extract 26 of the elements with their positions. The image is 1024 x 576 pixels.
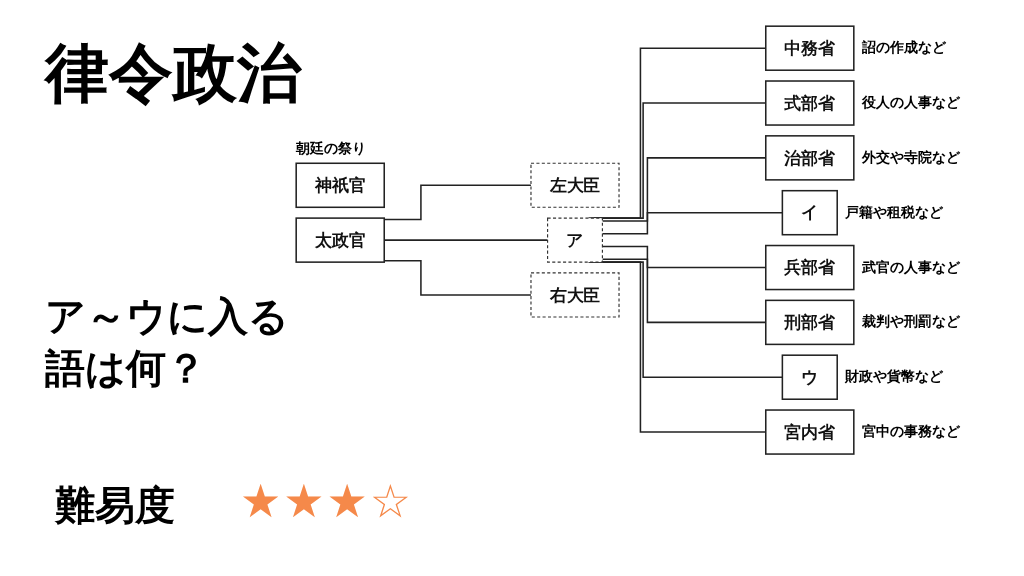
node-box: 太政官 xyxy=(295,217,385,263)
description-text: 財政や貨幣など xyxy=(845,368,944,387)
node-box: ア xyxy=(547,217,603,263)
description-text: 詔の作成など xyxy=(861,39,946,58)
title: 律令政治 xyxy=(45,35,301,112)
node-box: ウ xyxy=(781,354,838,400)
node-box: 兵部省 xyxy=(765,244,855,291)
node-box: 左大臣 xyxy=(530,162,620,208)
node-box: 宮内省 xyxy=(765,409,855,455)
description-text: 戸籍や租税など xyxy=(845,203,944,222)
difficulty-label: 難易度 xyxy=(55,481,175,530)
rating-stars: ★★★☆ xyxy=(240,474,413,528)
description-text: 役人の人事など xyxy=(861,94,960,112)
description-text: 武官の人事など xyxy=(861,258,960,277)
node-box: 右大臣 xyxy=(530,272,620,318)
node-box: 神祇官 xyxy=(295,162,385,209)
description-text: 宮中の事務など xyxy=(861,423,960,442)
node-box: 中務省 xyxy=(765,25,855,71)
node-box: 式部省 xyxy=(765,80,855,126)
description-text: 朝廷の祭り xyxy=(296,140,367,159)
description-text: 外交や寺院など xyxy=(861,148,960,167)
node-box: イ xyxy=(781,189,838,236)
node-box: 治部省 xyxy=(765,135,855,181)
node-box: 刑部省 xyxy=(765,299,855,346)
question-text: ア～ウに入る語は何？ xyxy=(45,292,290,393)
description-text: 裁判や刑罰など xyxy=(861,313,960,332)
